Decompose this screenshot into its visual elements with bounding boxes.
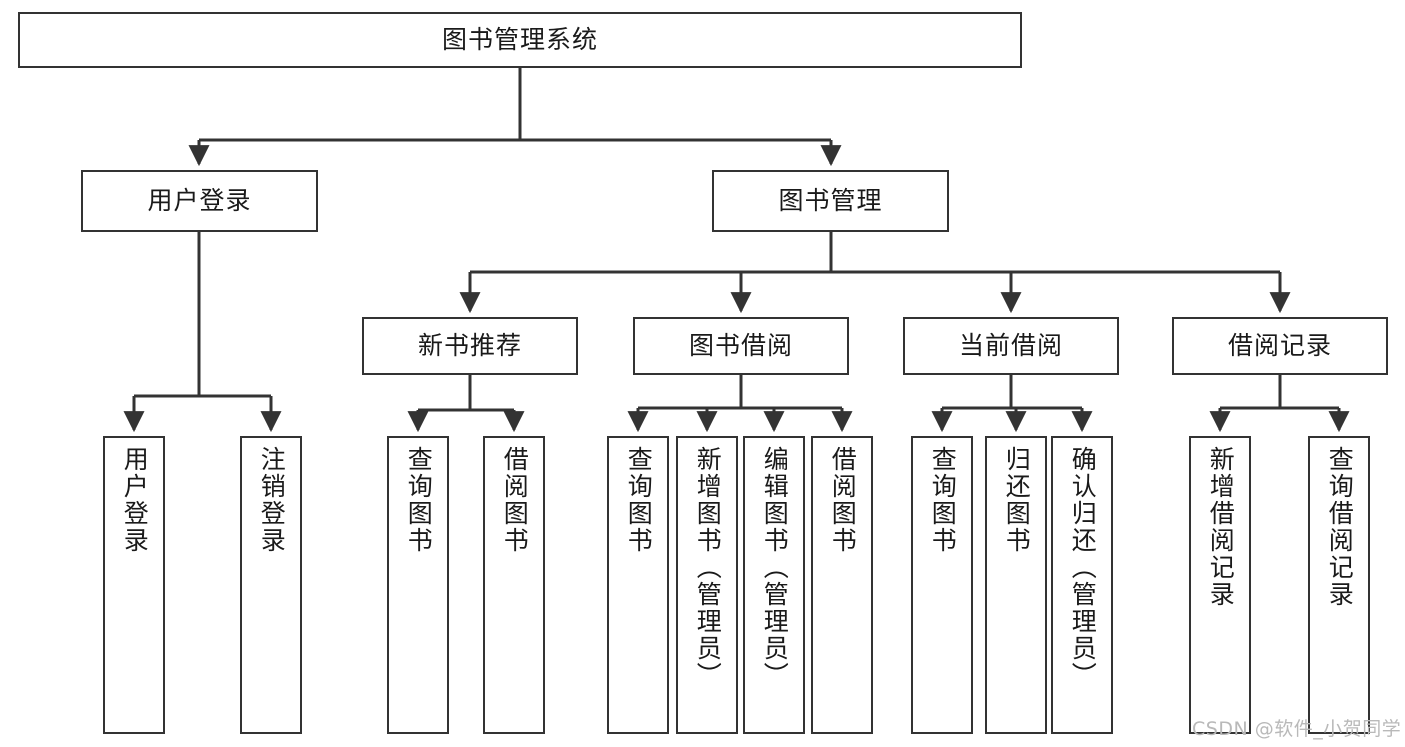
node-leaf-query-book-current[interactable]: 查询图书: [911, 436, 973, 734]
node-level2-book-management[interactable]: 图书管理: [712, 170, 949, 232]
node-level3-current-borrow[interactable]: 当前借阅: [903, 317, 1119, 375]
node-leaf-add-borrow-record[interactable]: 新增借阅记录: [1189, 436, 1251, 734]
node-level3-borrow-record[interactable]: 借阅记录: [1172, 317, 1388, 375]
node-leaf-label: 查询图书: [404, 446, 434, 554]
node-leaf-label: 查询图书: [928, 446, 958, 554]
node-leaf-logout[interactable]: 注销登录: [240, 436, 302, 734]
node-leaf-user-login[interactable]: 用户登录: [103, 436, 165, 734]
node-leaf-label: 归还图书: [1002, 446, 1032, 554]
node-leaf-query-book-recommend[interactable]: 查询图书: [387, 436, 449, 734]
node-leaf-query-borrow-record[interactable]: 查询借阅记录: [1308, 436, 1370, 734]
node-level3-book-borrow[interactable]: 图书借阅: [633, 317, 849, 375]
node-leaf-label: 新增图书（管理员）: [693, 446, 723, 689]
node-level3-new-book-recommend[interactable]: 新书推荐: [362, 317, 578, 375]
node-leaf-query-book-borrow[interactable]: 查询图书: [607, 436, 669, 734]
node-leaf-borrow-book[interactable]: 借阅图书: [811, 436, 873, 734]
node-leaf-label: 注销登录: [257, 446, 287, 554]
node-leaf-borrow-book-recommend[interactable]: 借阅图书: [483, 436, 545, 734]
node-leaf-edit-book-admin[interactable]: 编辑图书（管理员）: [743, 436, 805, 734]
node-leaf-label: 确认归还（管理员）: [1068, 446, 1098, 689]
node-leaf-label: 借阅图书: [500, 446, 530, 554]
node-leaf-label: 新增借阅记录: [1206, 446, 1236, 608]
node-leaf-label: 用户登录: [120, 446, 150, 554]
node-leaf-return-book[interactable]: 归还图书: [985, 436, 1047, 734]
node-leaf-label: 查询借阅记录: [1325, 446, 1355, 608]
node-root[interactable]: 图书管理系统: [18, 12, 1022, 68]
node-leaf-confirm-return-admin[interactable]: 确认归还（管理员）: [1051, 436, 1113, 734]
node-leaf-add-book-admin[interactable]: 新增图书（管理员）: [676, 436, 738, 734]
node-level2-user-login[interactable]: 用户登录: [81, 170, 318, 232]
node-leaf-label: 查询图书: [624, 446, 654, 554]
csdn-watermark: CSDN @软件_小贺同学: [1192, 718, 1402, 740]
node-leaf-label: 借阅图书: [828, 446, 858, 554]
node-leaf-label: 编辑图书（管理员）: [760, 446, 790, 689]
